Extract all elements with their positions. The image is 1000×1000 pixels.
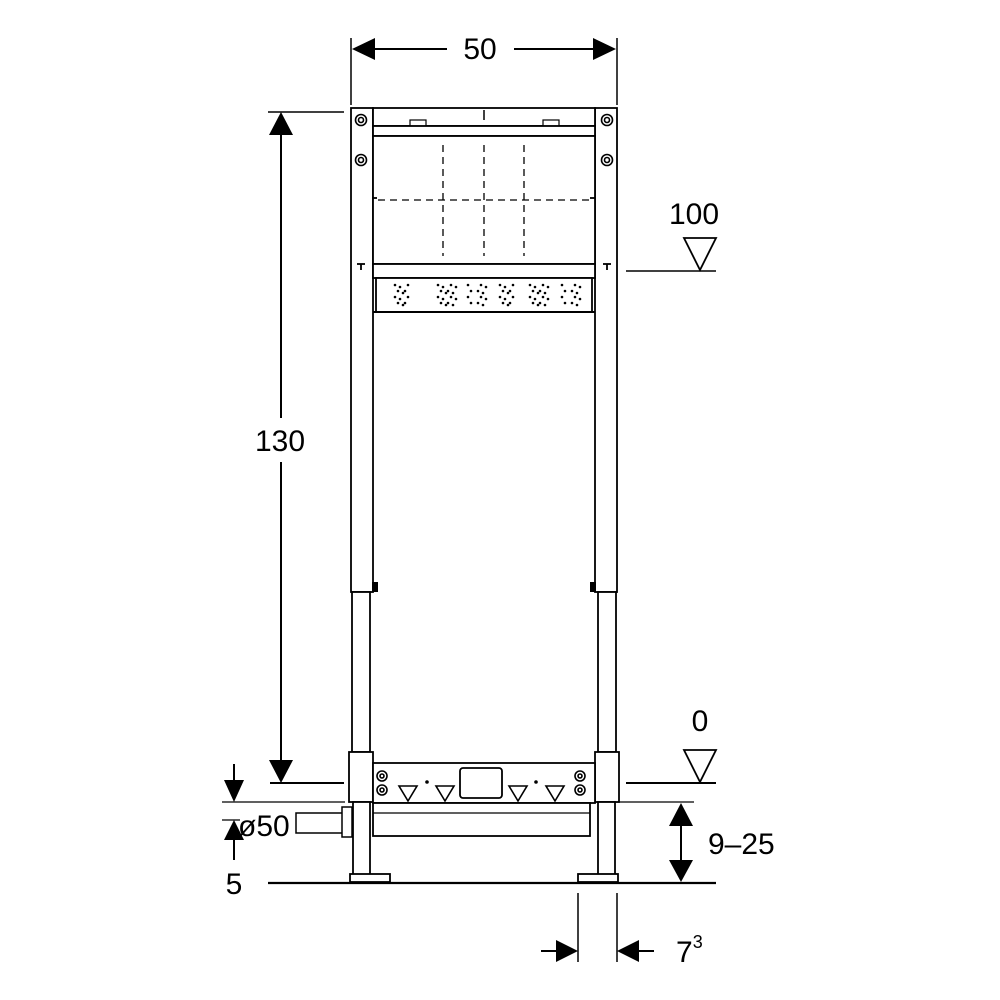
perforation-pattern bbox=[393, 283, 582, 307]
arrowhead-icon bbox=[269, 112, 293, 135]
arrowhead-icon bbox=[669, 803, 693, 826]
left-upright bbox=[350, 107, 374, 593]
arrowhead-icon bbox=[617, 940, 639, 962]
arrowhead-icon bbox=[556, 940, 578, 962]
level-triangle-icon bbox=[682, 749, 718, 785]
arrowhead-icon bbox=[269, 760, 293, 783]
bottom-offset-dimension bbox=[222, 764, 244, 860]
right-foot-housing bbox=[594, 751, 620, 803]
adjust-range-dimension bbox=[669, 803, 693, 882]
level-0-marker bbox=[626, 749, 718, 785]
height-label: 130 bbox=[255, 425, 305, 458]
drain-pipe bbox=[295, 812, 345, 834]
height-dimension bbox=[268, 111, 344, 784]
mounting-frame bbox=[295, 107, 620, 883]
arrowhead-icon bbox=[224, 780, 244, 802]
middle-rail bbox=[372, 263, 596, 279]
drain-dots bbox=[425, 780, 538, 784]
level-triangle-icon bbox=[397, 785, 419, 803]
right-upright bbox=[594, 107, 618, 593]
arrowhead-icon bbox=[669, 860, 693, 882]
right-foot bbox=[597, 801, 616, 877]
pipe-diameter-label: ø50 bbox=[238, 810, 290, 843]
arrowhead-icon bbox=[593, 38, 616, 60]
level-100-label: 100 bbox=[669, 198, 719, 231]
level-triangle-icon bbox=[507, 785, 529, 803]
drain-tray bbox=[372, 802, 591, 837]
level-triangle-icon bbox=[434, 785, 456, 803]
right-foot-plate bbox=[577, 873, 619, 883]
level-triangle-icon bbox=[682, 237, 718, 273]
bottom-offset-label: 5 bbox=[226, 868, 243, 901]
foot-depth-dimension bbox=[541, 893, 654, 962]
left-foot-plate bbox=[349, 873, 391, 883]
left-foot-housing bbox=[348, 751, 374, 803]
width-dimension bbox=[350, 38, 618, 105]
level-0-label: 0 bbox=[692, 705, 709, 738]
mounting-bolts bbox=[354, 113, 614, 796]
arrowhead-icon bbox=[352, 38, 375, 60]
drain-level-triangles bbox=[397, 785, 566, 803]
adjust-range-label: 9–25 bbox=[708, 828, 775, 861]
left-leg bbox=[351, 591, 371, 753]
perforated-plate bbox=[375, 277, 593, 313]
left-foot bbox=[352, 801, 371, 877]
height-markers bbox=[357, 197, 611, 270]
foot-depth-label: 73 bbox=[676, 932, 703, 969]
upper-rail bbox=[372, 125, 596, 137]
level-100-marker bbox=[626, 237, 718, 273]
arrowhead-icon bbox=[224, 820, 244, 840]
width-label: 50 bbox=[463, 33, 496, 66]
right-leg bbox=[597, 591, 617, 753]
level-triangle-icon bbox=[544, 785, 566, 803]
drain-center-box bbox=[459, 767, 503, 799]
hidden-lines bbox=[378, 145, 590, 256]
